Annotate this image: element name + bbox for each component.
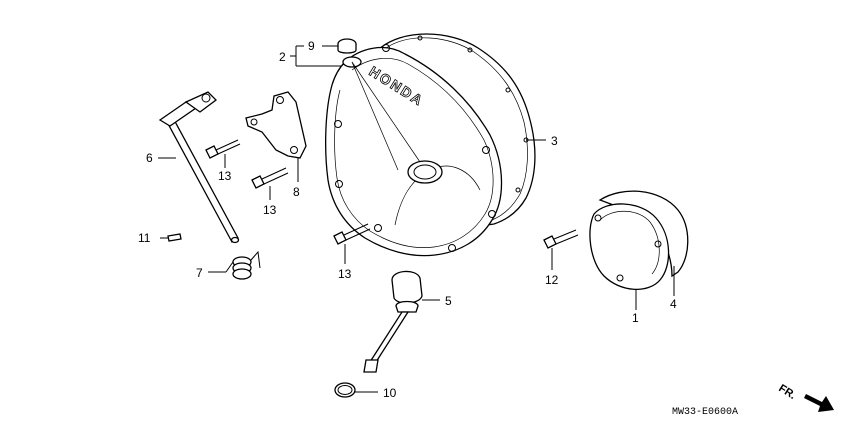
front-direction-indicator: FR.: [776, 382, 834, 412]
label-part-4: 4: [670, 297, 677, 311]
label-part-10: 10: [383, 386, 397, 400]
o-ring-part: [334, 382, 356, 398]
diagram-code: MW33-E0600A: [672, 407, 738, 418]
small-cover-part: [589, 203, 670, 291]
label-part-7: 7: [196, 266, 203, 280]
bolt-13-c: [333, 223, 371, 245]
dowel-pin-part: [167, 233, 182, 242]
label-part-1: 1: [632, 311, 639, 325]
label-part-9: 9: [308, 39, 315, 53]
dipstick-part: [363, 270, 423, 373]
label-part-3: 3: [551, 134, 558, 148]
spring-part: [225, 250, 261, 280]
bolt-13-a: [205, 139, 241, 159]
label-part-8: 8: [293, 185, 300, 199]
label-part-13-c: 13: [338, 267, 352, 281]
clutch-cover-part: [325, 44, 503, 257]
direction-label: FR.: [776, 382, 797, 402]
label-part-5: 5: [445, 294, 452, 308]
label-part-13-a: 13: [218, 169, 232, 183]
label-part-11: 11: [138, 231, 151, 245]
label-part-12: 12: [545, 273, 559, 287]
direction-arrow-icon: [804, 394, 834, 412]
shaft-part: [158, 91, 240, 244]
bracket-part: [245, 91, 307, 159]
label-part-2: 2: [279, 50, 286, 64]
bolt-13-b: [251, 167, 289, 189]
leader-lines: [158, 45, 675, 393]
label-part-13-b: 13: [263, 203, 277, 217]
label-part-6: 6: [146, 151, 153, 165]
bolt-12: [543, 229, 579, 249]
seal-cap-part: [337, 38, 357, 54]
